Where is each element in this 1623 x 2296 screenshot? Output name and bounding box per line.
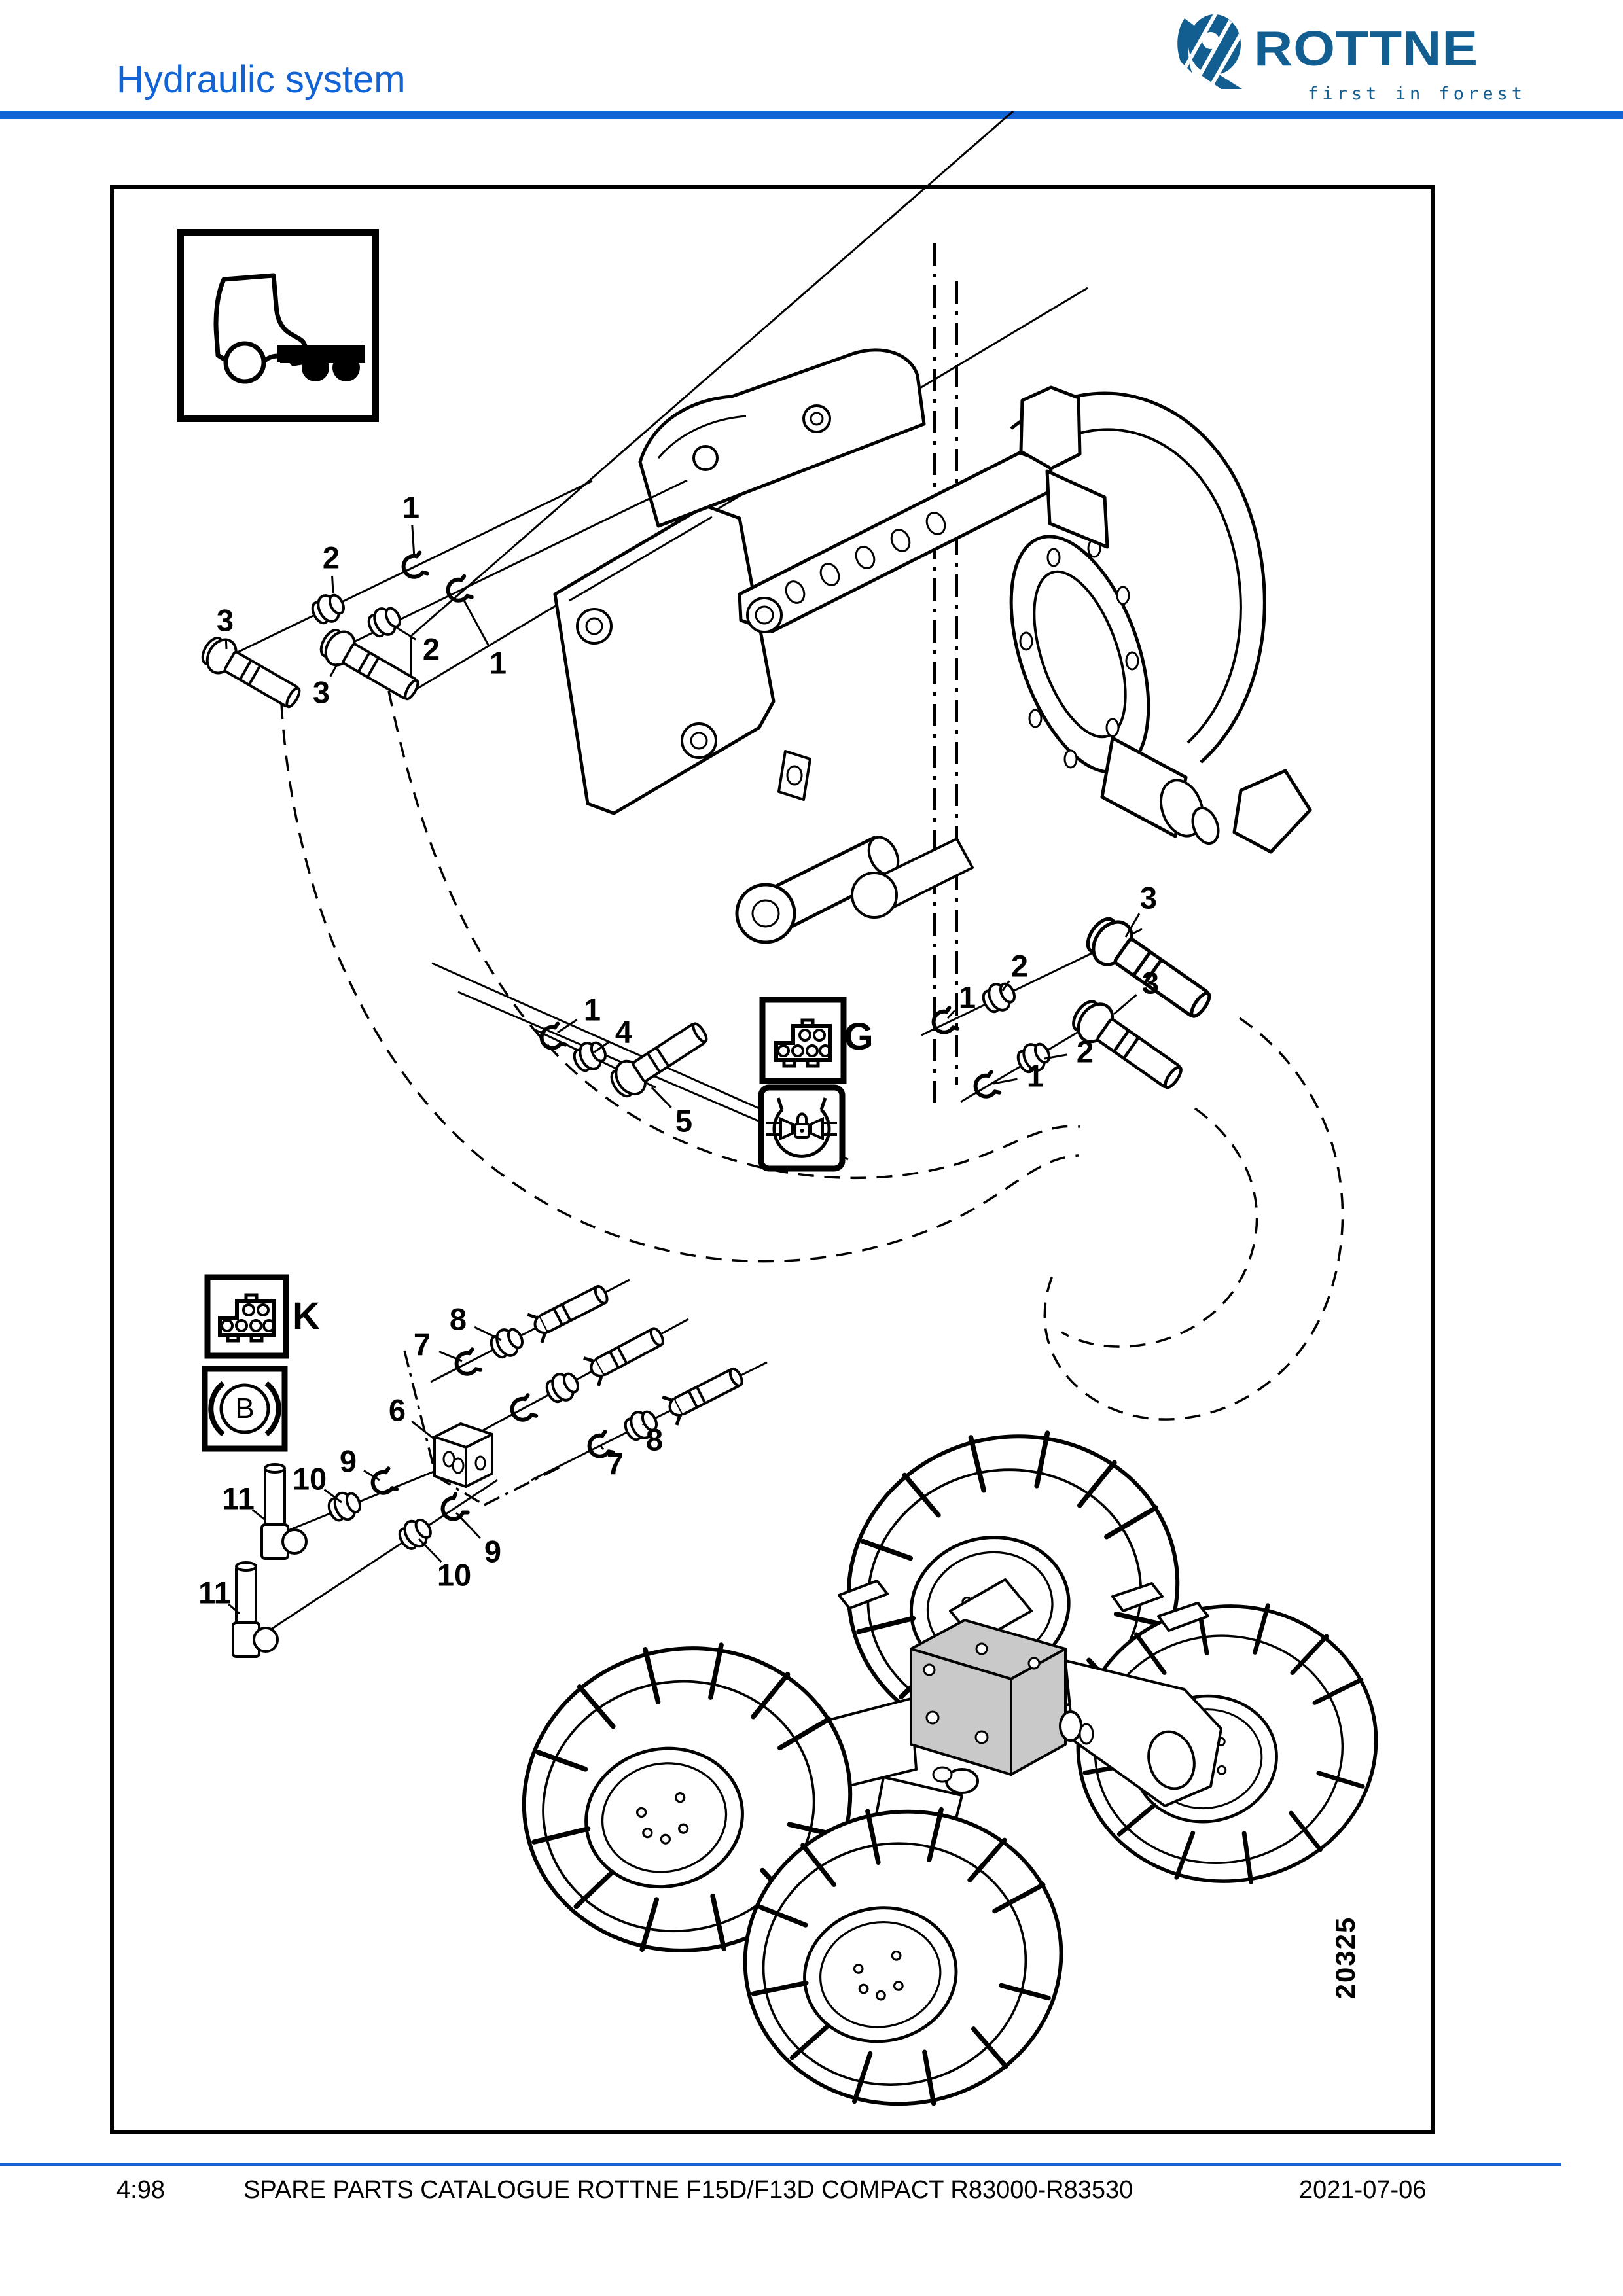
page-title: Hydraulic system xyxy=(116,58,406,101)
callout-1: 1 xyxy=(958,980,976,1015)
callout-2: 2 xyxy=(1010,948,1029,983)
callout-9: 9 xyxy=(484,1534,502,1569)
callout-8: 8 xyxy=(645,1422,664,1457)
callout-1: 1 xyxy=(402,489,420,525)
rottne-r-icon xyxy=(1171,10,1249,92)
letter-label-G: G xyxy=(844,1016,874,1058)
callout-2: 2 xyxy=(1076,1034,1094,1069)
callout-3: 3 xyxy=(312,675,330,710)
footer-page-ref: 4:98 xyxy=(116,2176,165,2204)
brake-icon-letter: B xyxy=(235,1392,255,1424)
rottne-logo: ROTTNE first in forest xyxy=(1171,10,1584,109)
callout-8: 8 xyxy=(449,1301,467,1337)
callout-1: 1 xyxy=(583,992,601,1027)
callout-2: 2 xyxy=(422,631,440,667)
footer-date: 2021-07-06 xyxy=(1299,2176,1427,2204)
footer-divider xyxy=(0,2163,1561,2166)
figure-number: 20325 xyxy=(1330,1916,1361,2000)
logo-brand-text: ROTTNE xyxy=(1254,21,1479,77)
callout-7: 7 xyxy=(413,1327,431,1362)
figure-frame xyxy=(110,185,1435,2134)
footer-catalogue-title: SPARE PARTS CATALOGUE ROTTNE F15D/F13D C… xyxy=(243,2176,1133,2204)
callout-5: 5 xyxy=(675,1103,693,1139)
callout-11: 11 xyxy=(222,1481,255,1516)
letter-label-K: K xyxy=(293,1295,320,1337)
callout-1: 1 xyxy=(489,645,507,680)
callout-10: 10 xyxy=(437,1557,472,1593)
callout-2: 2 xyxy=(322,540,340,575)
callout-10: 10 xyxy=(292,1461,327,1496)
callout-3: 3 xyxy=(216,603,234,638)
callout-6: 6 xyxy=(388,1392,406,1428)
header-divider xyxy=(0,111,1623,119)
callout-3: 3 xyxy=(1141,965,1160,1000)
callout-9: 9 xyxy=(339,1443,357,1479)
callout-1: 1 xyxy=(1026,1058,1044,1093)
callout-11: 11 xyxy=(198,1575,231,1610)
callout-7: 7 xyxy=(606,1446,624,1481)
logo-tagline: first in forest xyxy=(1308,84,1526,104)
callout-4: 4 xyxy=(615,1014,633,1050)
callout-3: 3 xyxy=(1139,880,1158,915)
